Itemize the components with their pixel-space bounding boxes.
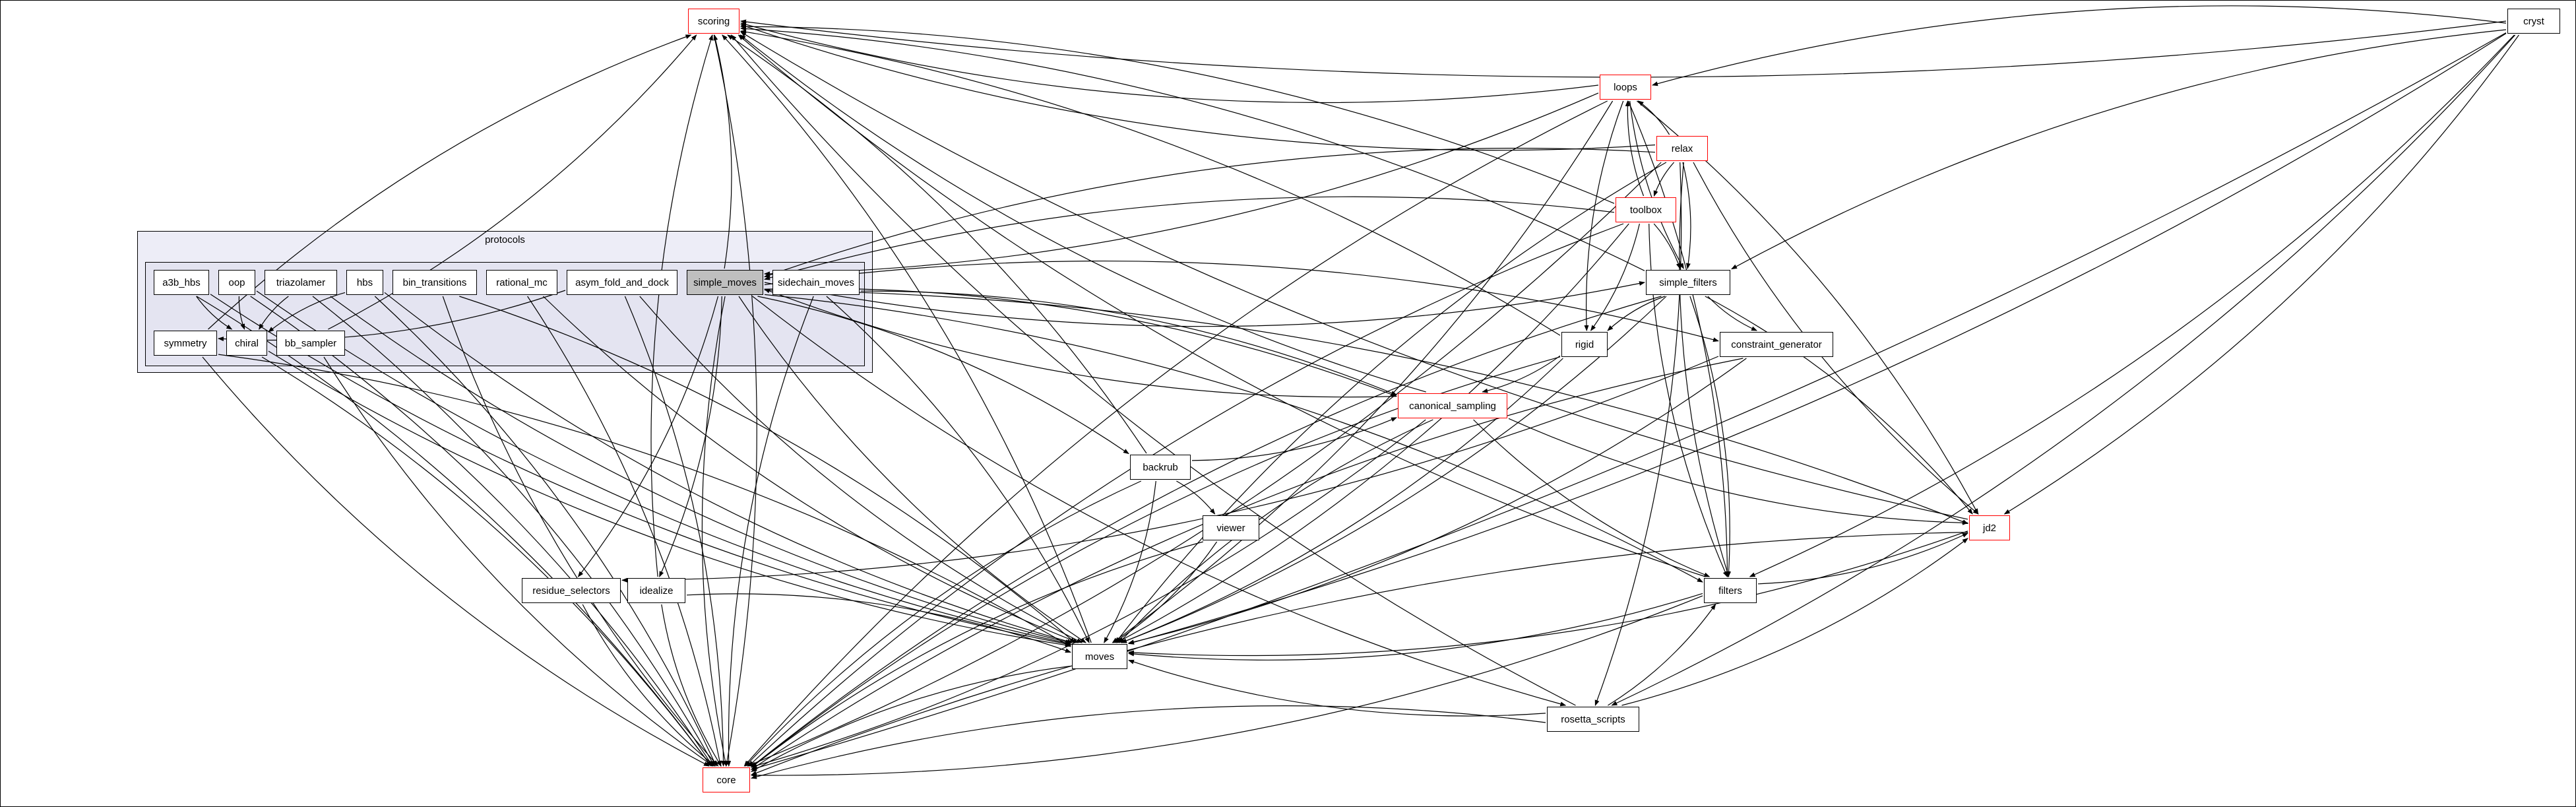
node-viewer[interactable]: viewer xyxy=(1203,515,1259,540)
node-symmetry[interactable]: symmetry xyxy=(154,331,217,356)
node-hbs[interactable]: hbs xyxy=(346,270,383,295)
node-backrub[interactable]: backrub xyxy=(1130,455,1191,480)
node-rational_mc[interactable]: rational_mc xyxy=(486,270,557,295)
node-constraint_generator[interactable]: constraint_generator xyxy=(1720,332,1833,357)
node-simple_filters[interactable]: simple_filters xyxy=(1646,270,1730,295)
node-bin_transitions[interactable]: bin_transitions xyxy=(393,270,477,295)
node-simple_moves[interactable]: simple_moves xyxy=(687,270,763,295)
node-sidechain_moves[interactable]: sidechain_moves xyxy=(772,270,860,295)
node-cryst[interactable]: cryst xyxy=(2507,9,2560,34)
node-filters[interactable]: filters xyxy=(1704,578,1757,603)
node-residue_selectors[interactable]: residue_selectors xyxy=(522,578,621,603)
node-rosetta_scripts[interactable]: rosetta_scripts xyxy=(1547,707,1639,732)
node-jd2[interactable]: jd2 xyxy=(1969,515,2010,540)
node-asym_fold_and_dock[interactable]: asym_fold_and_dock xyxy=(567,270,677,295)
node-a3b_hbs[interactable]: a3b_hbs xyxy=(154,270,209,295)
node-moves[interactable]: moves xyxy=(1072,644,1127,669)
node-scoring[interactable]: scoring xyxy=(688,9,739,34)
node-toolbox[interactable]: toolbox xyxy=(1616,197,1676,222)
node-idealize[interactable]: idealize xyxy=(627,578,685,603)
node-relax[interactable]: relax xyxy=(1656,136,1708,161)
node-loops[interactable]: loops xyxy=(1600,75,1651,100)
node-oop[interactable]: oop xyxy=(218,270,255,295)
node-triazolamer[interactable]: triazolamer xyxy=(265,270,337,295)
node-bb_sampler[interactable]: bb_sampler xyxy=(276,331,345,356)
node-core[interactable]: core xyxy=(703,767,750,792)
node-chiral[interactable]: chiral xyxy=(226,331,267,356)
node-canonical_sampling[interactable]: canonical_sampling xyxy=(1398,393,1507,418)
node-rigid[interactable]: rigid xyxy=(1561,332,1608,357)
